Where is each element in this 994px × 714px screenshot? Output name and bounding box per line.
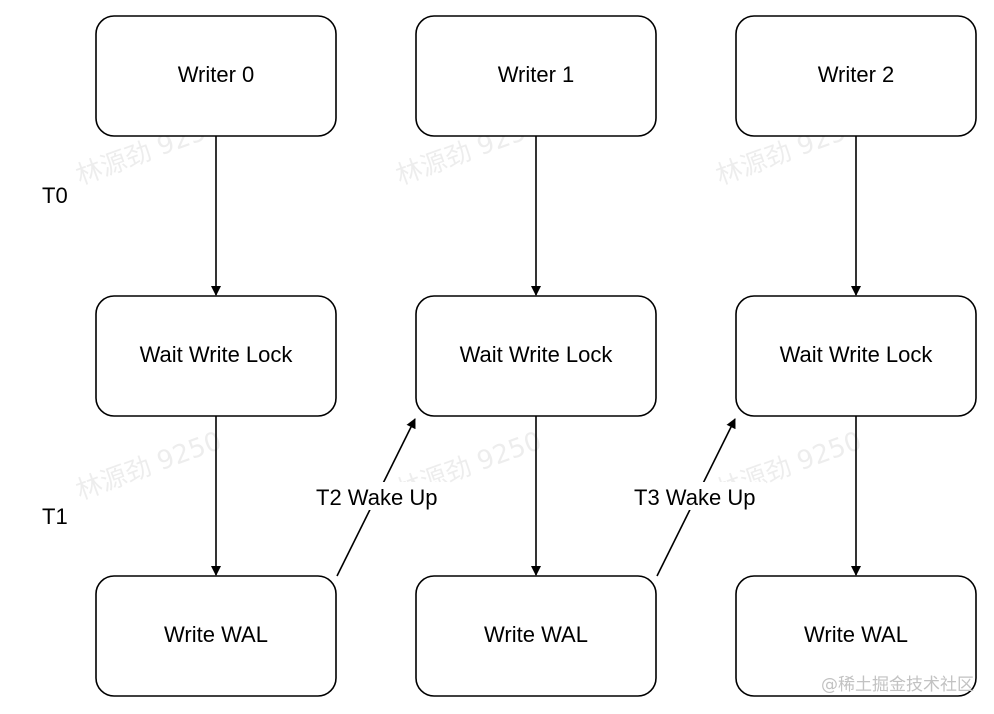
- credit-watermark: @稀土掘金技术社区: [821, 675, 974, 695]
- edge-label-t2-wake-up: T2 Wake Up: [316, 485, 437, 510]
- edge-label-bg: [632, 482, 766, 510]
- node-write-wal-0: Write WAL: [95, 575, 337, 697]
- node-label: Wait Write Lock: [460, 342, 614, 367]
- node-label: Write WAL: [484, 622, 588, 647]
- edge-label-bg: [314, 482, 448, 510]
- time-label-t1: T1: [42, 504, 68, 529]
- watermark-text: 林源劲 9250: [72, 426, 226, 506]
- time-label-t0: T0: [42, 183, 68, 208]
- edge-label-t3-wake-up: T3 Wake Up: [634, 485, 755, 510]
- node-write-wal-1: Write WAL: [415, 575, 657, 697]
- node-writer-1: Writer 1: [415, 15, 657, 137]
- node-label: Write WAL: [804, 622, 908, 647]
- node-label: Wait Write Lock: [140, 342, 294, 367]
- node-wait-write-lock-0: Wait Write Lock: [95, 295, 337, 417]
- node-label: Writer 0: [178, 62, 255, 87]
- node-writer-0: Writer 0: [95, 15, 337, 137]
- node-writer-2: Writer 2: [735, 15, 977, 137]
- node-label: Writer 1: [498, 62, 575, 87]
- node-wait-write-lock-1: Wait Write Lock: [415, 295, 657, 417]
- node-write-wal-2: Write WAL: [735, 575, 977, 697]
- node-wait-write-lock-2: Wait Write Lock: [735, 295, 977, 417]
- node-label: Wait Write Lock: [780, 342, 934, 367]
- node-label: Write WAL: [164, 622, 268, 647]
- node-label: Writer 2: [818, 62, 895, 87]
